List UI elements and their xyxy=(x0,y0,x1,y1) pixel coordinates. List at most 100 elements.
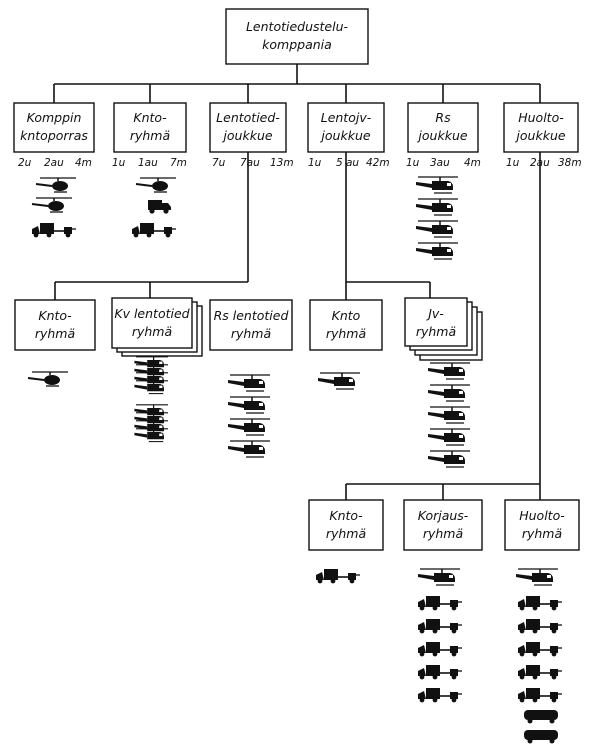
huolto-count-m: 38m xyxy=(558,157,582,169)
unit-huolto-joukkue: Huolto- joukkue 1u 2au 38m xyxy=(503,102,582,169)
knto1-label-line1: Knto- xyxy=(133,110,167,125)
jv-label-line2: ryhmä xyxy=(416,324,456,339)
knto2-label-line2: ryhmä xyxy=(35,326,75,341)
helicopter-icon xyxy=(227,374,271,392)
huolto-count-au: 2au xyxy=(530,157,550,169)
helicopter-icon xyxy=(427,428,471,446)
komppin-count-au: 2au xyxy=(44,157,64,169)
truck-trailer-icon xyxy=(517,664,563,681)
lentojv-label-line2: joukkue xyxy=(319,128,370,143)
knto1-label-line2: ryhmä xyxy=(130,128,170,143)
huolto2-label-line2: ryhmä xyxy=(522,526,562,541)
komppin-count-m: 4m xyxy=(75,157,92,169)
huolto-label-line2: joukkue xyxy=(514,128,565,143)
unit-kv-lentotied-ryhma: Kv lentotied ryhmä xyxy=(111,297,203,442)
helicopter-group-icon xyxy=(134,405,168,442)
rs-count-u: 1u xyxy=(406,157,420,169)
huolto-label-line1: Huolto- xyxy=(518,110,564,125)
knto4-label-line1: Knto- xyxy=(329,508,363,523)
rs-count-m: 4m xyxy=(464,157,481,169)
komppin-label-line1: Komppin xyxy=(27,110,82,125)
huolto2-label-line1: Huolto- xyxy=(519,508,565,523)
knto3-label-line2: ryhmä xyxy=(326,326,366,341)
helicopter-icon xyxy=(417,568,461,586)
knto4-label-line2: ryhmä xyxy=(326,526,366,541)
lentojv-count-m: 42m xyxy=(366,157,390,169)
truck-trailer-icon xyxy=(517,687,563,704)
lentojv-label-line1: Lentojv- xyxy=(321,110,372,125)
helicopter-icon xyxy=(317,372,361,390)
unit-lentojv-joukkue: Lentojv- joukkue 1u 5 au 42m xyxy=(307,102,390,169)
light-helicopter-icon xyxy=(27,371,69,387)
unit-knto-ryhma-1: Knto- ryhmä 1u 1au 7m xyxy=(112,102,187,239)
truck-trailer-icon xyxy=(131,222,177,239)
lentotied-count-u: 7u xyxy=(212,157,226,169)
knto1-count-au: 1au xyxy=(138,157,158,169)
lentojv-count-5: 5 xyxy=(336,157,343,169)
unit-knto-ryhma-2: Knto- ryhmä xyxy=(14,299,96,387)
root-label-line1: Lentotiedustelu- xyxy=(246,19,349,34)
truck-trailer-icon xyxy=(517,618,563,635)
korjaus-label-line1: Korjaus- xyxy=(418,508,469,523)
truck-trailer-icon xyxy=(417,595,463,612)
lentotied-count-au: 7au xyxy=(240,157,260,169)
truck-trailer-icon xyxy=(315,568,361,585)
unit-lentotied-joukkue: Lentotied- joukkue 7u 7au 13m xyxy=(209,102,294,169)
rs-label-line1: Rs xyxy=(435,110,451,125)
helicopter-icon xyxy=(427,406,471,424)
helicopter-icon xyxy=(415,220,459,238)
knto1-count-m: 7m xyxy=(170,157,187,169)
tanker-icon xyxy=(524,710,558,724)
rs-label-line2: joukkue xyxy=(416,128,467,143)
unit-rs-joukkue: Rs joukkue 1u 3au 4m xyxy=(406,102,481,260)
unit-huolto-ryhma: Huolto- ryhmä xyxy=(504,499,580,744)
lentojv-count-u: 1u xyxy=(308,157,322,169)
rslento-label-line1: Rs lentotied xyxy=(214,308,289,323)
light-helicopter-icon xyxy=(135,177,177,193)
komppin-label-line2: kntoporras xyxy=(20,128,88,143)
unit-korjaus-ryhma: Korjaus- ryhmä xyxy=(403,499,483,704)
korjaus-label-line2: ryhmä xyxy=(423,526,463,541)
lentotied-label-line2: joukkue xyxy=(221,128,272,143)
unit-knto-ryhma-3: Knto ryhmä xyxy=(309,299,383,390)
helicopter-icon xyxy=(427,450,471,468)
truck-trailer-icon xyxy=(517,641,563,658)
tanker-icon xyxy=(524,730,558,744)
svg-text:Lentotiedustelu-: Lentotiedustelu- xyxy=(246,19,349,34)
helicopter-icon xyxy=(515,568,559,586)
unit-knto-ryhma-4: Knto- ryhmä xyxy=(308,499,384,585)
truck-trailer-icon xyxy=(417,618,463,635)
truck-trailer-icon xyxy=(31,222,77,239)
helicopter-icon xyxy=(227,396,271,414)
knto1-count-u: 1u xyxy=(112,157,126,169)
helicopter-icon xyxy=(415,176,459,194)
unit-rs-lentotied-ryhma: Rs lentotied ryhmä xyxy=(209,299,293,458)
helicopter-icon xyxy=(415,242,459,260)
light-helicopter-icon xyxy=(31,197,73,213)
helicopter-icon xyxy=(415,198,459,216)
truck-trailer-icon xyxy=(417,641,463,658)
truck-trailer-icon xyxy=(417,664,463,681)
knto2-label-line1: Knto- xyxy=(38,308,72,323)
unit-jv-ryhma: Jv- ryhmä xyxy=(404,297,483,468)
root-label-line2: komppania xyxy=(262,37,332,52)
knto3-label-line1: Knto xyxy=(332,308,361,323)
rs-count-au: 3au xyxy=(430,157,450,169)
connector-lines xyxy=(53,64,541,500)
truck-icon xyxy=(148,200,171,214)
kv-label-line2: ryhmä xyxy=(132,324,172,339)
unit-komppin-kntoporras: Komppin kntoporras 2u 2au 4m xyxy=(13,102,95,239)
unit-lentotiedustelukomppania: Lentotiedustelu- komppania xyxy=(225,8,369,65)
helicopter-icon xyxy=(227,418,271,436)
lentojv-count-au: au xyxy=(346,157,359,169)
kv-label-line1: Kv lentotied xyxy=(114,306,189,321)
huolto-count-u: 1u xyxy=(506,157,520,169)
helicopter-group-icon xyxy=(134,357,168,394)
light-helicopter-icon xyxy=(35,177,77,193)
svg-text:komppania: komppania xyxy=(262,37,332,52)
rslento-label-line2: ryhmä xyxy=(231,326,271,341)
lentotied-label-line1: Lentotied- xyxy=(216,110,280,125)
truck-trailer-icon xyxy=(417,687,463,704)
lentotied-count-m: 13m xyxy=(270,157,294,169)
